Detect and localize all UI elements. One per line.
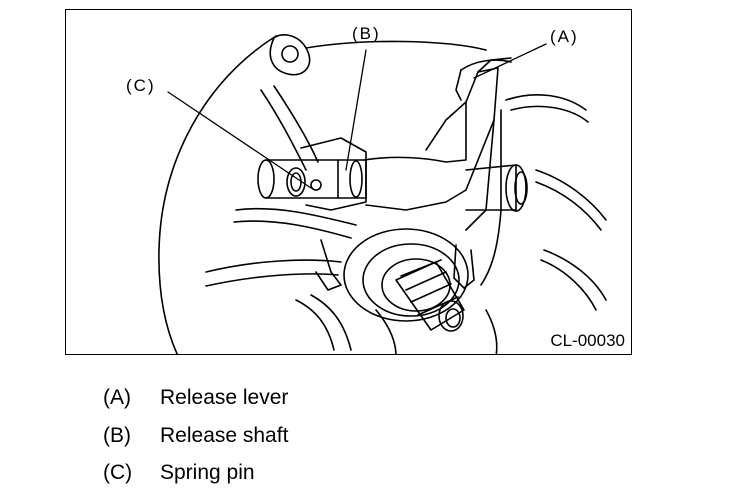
legend-label-spring-pin: Spring pin <box>160 461 255 484</box>
housing-flange <box>269 34 311 76</box>
leader-line-c <box>167 91 312 189</box>
figure-frame: (A) (B) (C) CL-00030 <box>65 9 632 355</box>
callout-label-b: (B) <box>352 24 381 43</box>
legend-label-release-shaft: Release shaft <box>160 423 289 447</box>
callout-label-a: (A) <box>550 27 579 46</box>
leader-line-a <box>473 43 547 79</box>
housing-rib <box>235 207 357 226</box>
release-shaft <box>265 159 367 199</box>
release-bearing <box>343 228 469 322</box>
legend-label-release-lever: Release lever <box>160 386 289 409</box>
legend-key-a: (A) <box>103 386 131 409</box>
spring-pin <box>286 167 306 197</box>
release-lever <box>363 67 499 211</box>
leader-line-b <box>345 49 367 171</box>
callout-label-c: (C) <box>126 76 156 95</box>
input-shaft-tube <box>465 164 517 211</box>
legend-key-b: (B) <box>103 423 131 447</box>
clutch-release-diagram <box>158 34 607 354</box>
legend-key-c: (C) <box>103 461 133 484</box>
housing-bolt-hole <box>281 45 299 63</box>
figure-code: CL-00030 <box>550 331 625 350</box>
lever-bracket <box>300 137 367 211</box>
housing-outline <box>158 35 277 354</box>
